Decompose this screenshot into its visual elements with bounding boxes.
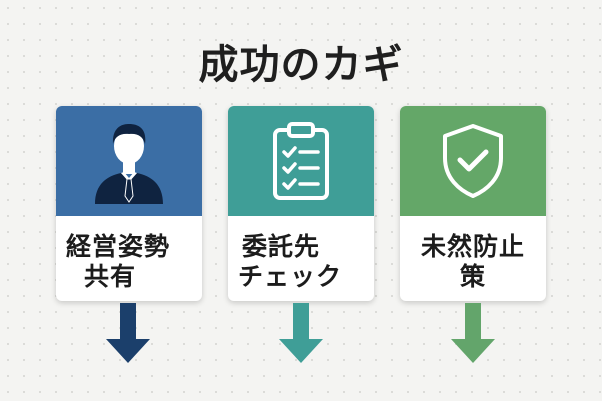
card-prevention: 未然防止 策 (400, 106, 546, 301)
businessman-icon (95, 124, 163, 204)
card-label-line1: 経営姿勢 (66, 232, 171, 261)
card-label-line1: 未然防止 (420, 232, 525, 261)
card-label: 委託先 チェック (228, 216, 374, 301)
card-management-stance: 経営姿勢 共有 (56, 106, 202, 301)
card-label-line1: 委託先 (242, 232, 321, 261)
down-arrow-icon (279, 303, 323, 363)
card-header (400, 106, 546, 216)
card-contractor-check: 委託先 チェック (228, 106, 374, 301)
card-header (56, 106, 202, 216)
card-label-line2: 策 (459, 262, 486, 291)
card-label-line2: チェック (238, 262, 343, 291)
card-label: 未然防止 策 (400, 216, 546, 301)
shield-check-icon (443, 124, 503, 198)
card-label-line2: 共有 (84, 262, 137, 291)
down-arrow-icon (451, 303, 495, 363)
clipboard-checklist-icon (273, 122, 329, 200)
down-arrow-icon (106, 303, 150, 363)
card-label: 経営姿勢 共有 (56, 216, 202, 301)
page-title: 成功のカギ (198, 42, 404, 88)
card-header (228, 106, 374, 216)
